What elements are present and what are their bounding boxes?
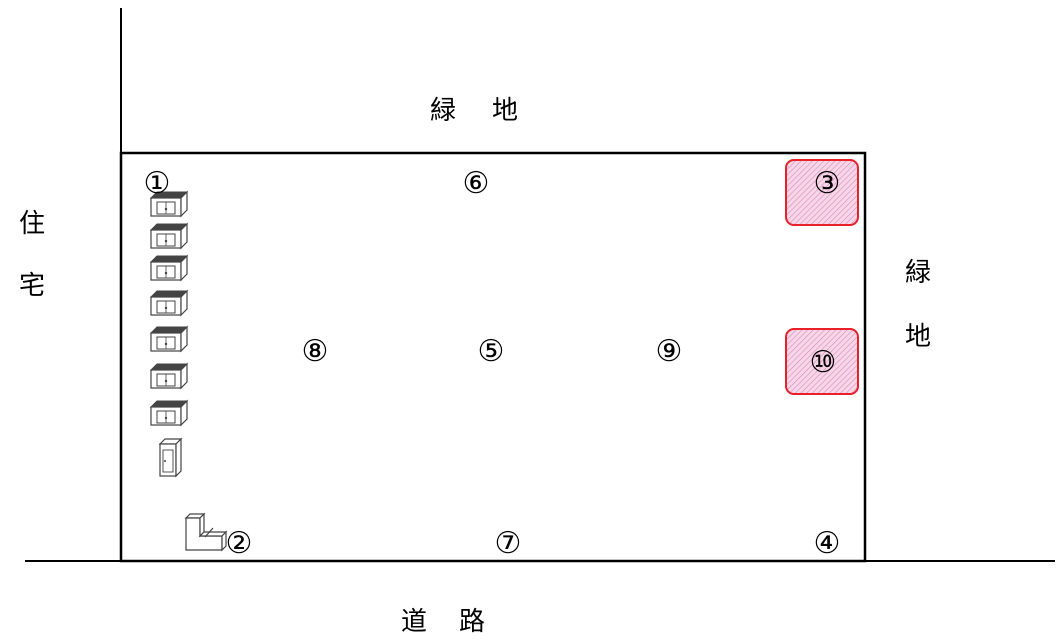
point-8-label: ⑧ — [302, 334, 329, 369]
point-3-label: ③ — [814, 166, 841, 201]
highlight-area-10 — [785, 328, 859, 395]
storage-cabinet-icon — [150, 326, 188, 352]
point-6-label: ⑥ — [463, 166, 490, 201]
point-4-label: ④ — [814, 526, 841, 561]
point-5-label: ⑤ — [478, 334, 505, 369]
highlight-area-3 — [785, 159, 859, 226]
point-1-label: ① — [144, 166, 171, 201]
point-10-label: ⑩ — [810, 345, 837, 380]
right-label-char-2: 地 — [905, 322, 931, 352]
storage-cabinet-icon — [150, 363, 188, 389]
storage-cabinet-icon — [150, 290, 188, 316]
point-9-label: ⑨ — [656, 334, 683, 369]
bottom-label-char-1: 道 — [401, 607, 427, 637]
l-shaped-structure-icon — [184, 512, 228, 552]
bottom-label-char-2: 路 — [459, 607, 485, 637]
storage-cabinet-icon — [150, 255, 188, 281]
site-boundary — [119, 151, 867, 563]
point-2-label: ② — [226, 526, 253, 561]
storage-cabinet-icon — [150, 400, 188, 426]
left-label-char-1: 住 — [19, 209, 45, 239]
storage-cabinet-icon — [150, 223, 188, 249]
tall-cabinet-icon — [158, 437, 183, 478]
point-7-label: ⑦ — [495, 526, 522, 561]
top-label-char-2: 地 — [492, 96, 518, 126]
left-label-char-2: 宅 — [19, 271, 45, 301]
right-label-char-1: 緑 — [905, 258, 931, 288]
top-label-char-1: 緑 — [430, 96, 456, 126]
